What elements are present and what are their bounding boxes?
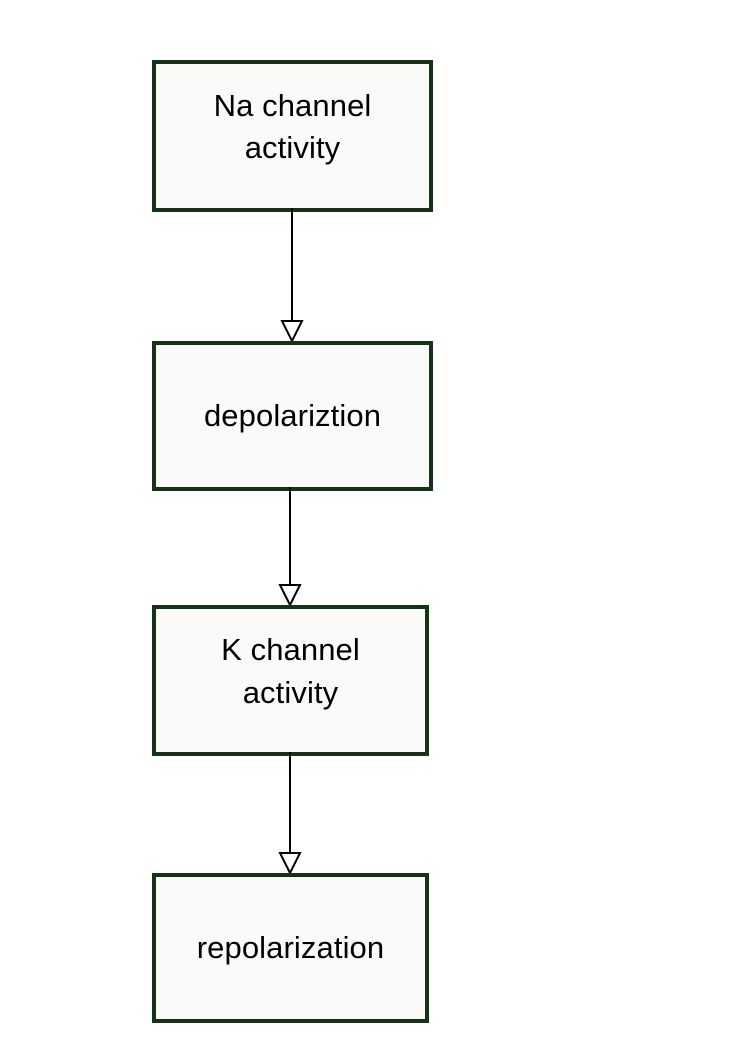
flowchart-edge-1: [280, 208, 304, 344]
flowchart-edge-2: [278, 487, 302, 608]
node-label: K channel activity: [221, 632, 360, 710]
node-label: Na channel activity: [213, 87, 372, 165]
arrowhead-icon: [278, 852, 302, 876]
flowchart-edge-3: [278, 752, 302, 876]
node-label: repolarization: [196, 929, 385, 965]
arrowhead-icon: [278, 584, 302, 608]
arrowhead-icon: [280, 320, 304, 344]
node-label: depolariztion: [203, 397, 382, 433]
flowchart-node-repolarization[interactable]: repolarization: [152, 873, 429, 1023]
flowchart-node-k-channel-activity[interactable]: K channel activity: [152, 605, 429, 756]
flowchart-node-na-channel-activity[interactable]: Na channel activity: [152, 60, 433, 212]
flowchart-node-depolariztion[interactable]: depolariztion: [152, 341, 433, 491]
